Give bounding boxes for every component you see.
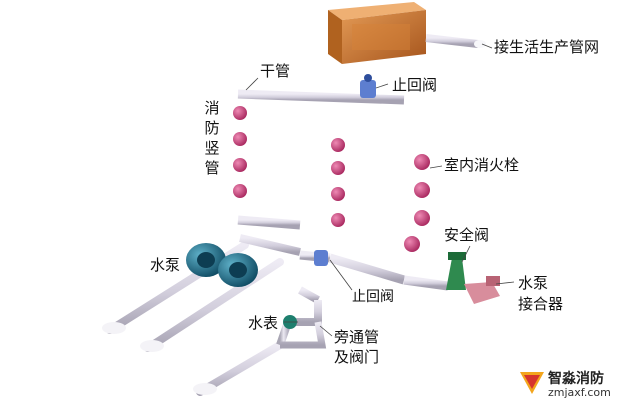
- watermark-url: zmjaxf.com: [548, 386, 611, 399]
- water-tank: [328, 2, 426, 64]
- label-hydrant: 室内消火栓: [444, 156, 520, 174]
- label-pump-adapter-line2: 接合器: [518, 295, 564, 313]
- watermark-name: 智淼消防: [548, 371, 604, 387]
- label-main-pipe: 干管: [260, 62, 291, 80]
- pumps: [186, 243, 258, 287]
- label-check-valve-top: 止回阀: [392, 76, 438, 94]
- safety-valve: [446, 252, 466, 290]
- check-valve-bottom: [314, 250, 328, 266]
- label-bypass-line1: 旁通管: [334, 328, 380, 346]
- label-water-supply: 接生活生产管网: [494, 38, 600, 56]
- hydrants-middle: [331, 138, 345, 227]
- pump-adapter: [464, 276, 500, 304]
- check-valve-top: [360, 74, 376, 98]
- label-water-meter: 水表: [248, 314, 279, 332]
- hydrants-left: [233, 106, 247, 198]
- label-fire-riser: 消防竖管: [204, 99, 220, 177]
- leader-lines: [245, 43, 515, 337]
- watermark-logo: [516, 366, 636, 400]
- label-safety-valve: 安全阀: [444, 226, 490, 244]
- label-bypass-line2: 及阀门: [334, 348, 380, 366]
- label-check-valve-bottom: 止回阀: [352, 289, 394, 305]
- hydrants-right: [404, 154, 430, 252]
- label-pump: 水泵: [150, 256, 181, 274]
- label-pump-adapter-line1: 水泵: [518, 274, 549, 292]
